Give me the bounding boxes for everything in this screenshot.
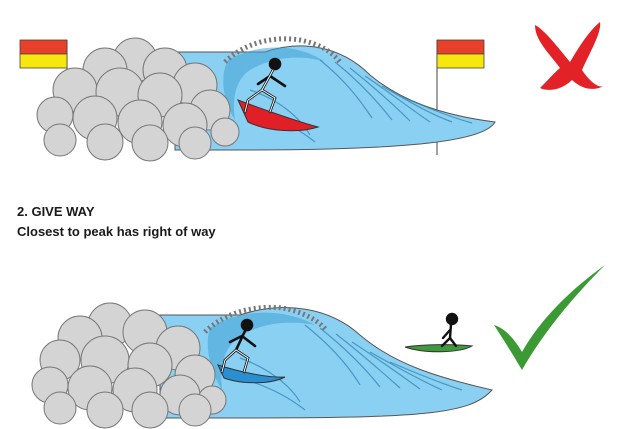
left-flag: [19, 39, 68, 155]
surfer-green-waiting: [404, 312, 474, 353]
dropping-in-scene: [19, 22, 605, 162]
rule-subtitle: Closest to peak has right of way: [17, 224, 216, 239]
give-way-scene: [31, 265, 605, 429]
rule-title: 2. GIVE WAY: [17, 204, 95, 219]
surfer-blue: [217, 318, 286, 384]
whitewater: [36, 37, 240, 162]
whitewater: [31, 302, 227, 429]
cross-icon: [535, 22, 605, 90]
surfer-red: [237, 57, 320, 132]
right-flag: [436, 39, 485, 155]
checkmark-icon: [494, 265, 605, 370]
